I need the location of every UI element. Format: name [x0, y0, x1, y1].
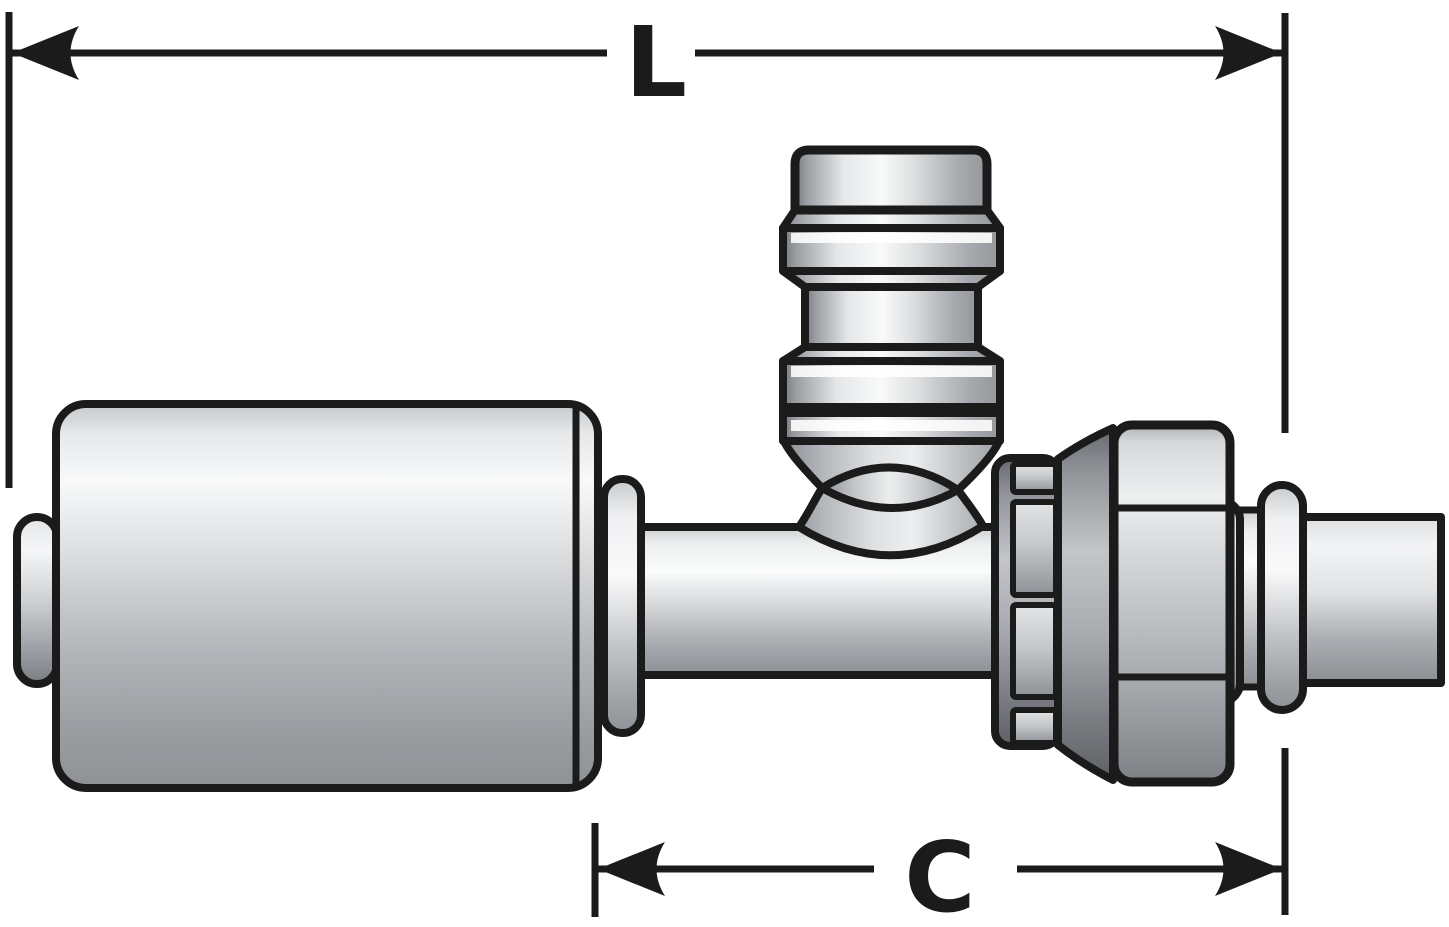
arrowhead-right-icon — [1215, 26, 1282, 80]
port-barrel-highlight — [791, 366, 992, 377]
hex-nut-face — [1109, 420, 1235, 787]
crimp-shell-body — [52, 400, 602, 792]
swivel-nut — [991, 420, 1244, 787]
port-neck — [801, 283, 982, 351]
arrowhead-left-icon — [598, 842, 665, 896]
collar-slot — [1010, 602, 1059, 700]
crimp-shell — [52, 400, 602, 792]
length-label: L — [625, 6, 687, 119]
hose-end-nub — [13, 513, 61, 688]
cut-off-label: C — [904, 821, 975, 927]
shell-collar-bead — [600, 475, 645, 737]
collar-slot — [1010, 461, 1059, 495]
tube-body — [631, 523, 1006, 679]
arrowhead-left-icon — [12, 26, 79, 80]
dimension-C: C — [591, 821, 1282, 927]
service-port — [779, 145, 1004, 560]
dimension-L: L — [5, 6, 1282, 488]
nut-cone — [1054, 424, 1117, 784]
port-saddle-lens — [818, 463, 962, 512]
o-ring-bead — [1257, 481, 1307, 714]
collar-slot — [1010, 707, 1059, 746]
port-oring-groove — [783, 403, 1000, 417]
port-flange-highlight — [791, 233, 992, 243]
port-cap — [790, 145, 992, 215]
arrowhead-right-icon — [1215, 842, 1282, 896]
male-tube-end — [1298, 513, 1445, 687]
fitting-illustration — [13, 145, 1445, 792]
port-barrel-highlight-lower — [791, 420, 992, 431]
collar-slot — [1010, 499, 1059, 598]
